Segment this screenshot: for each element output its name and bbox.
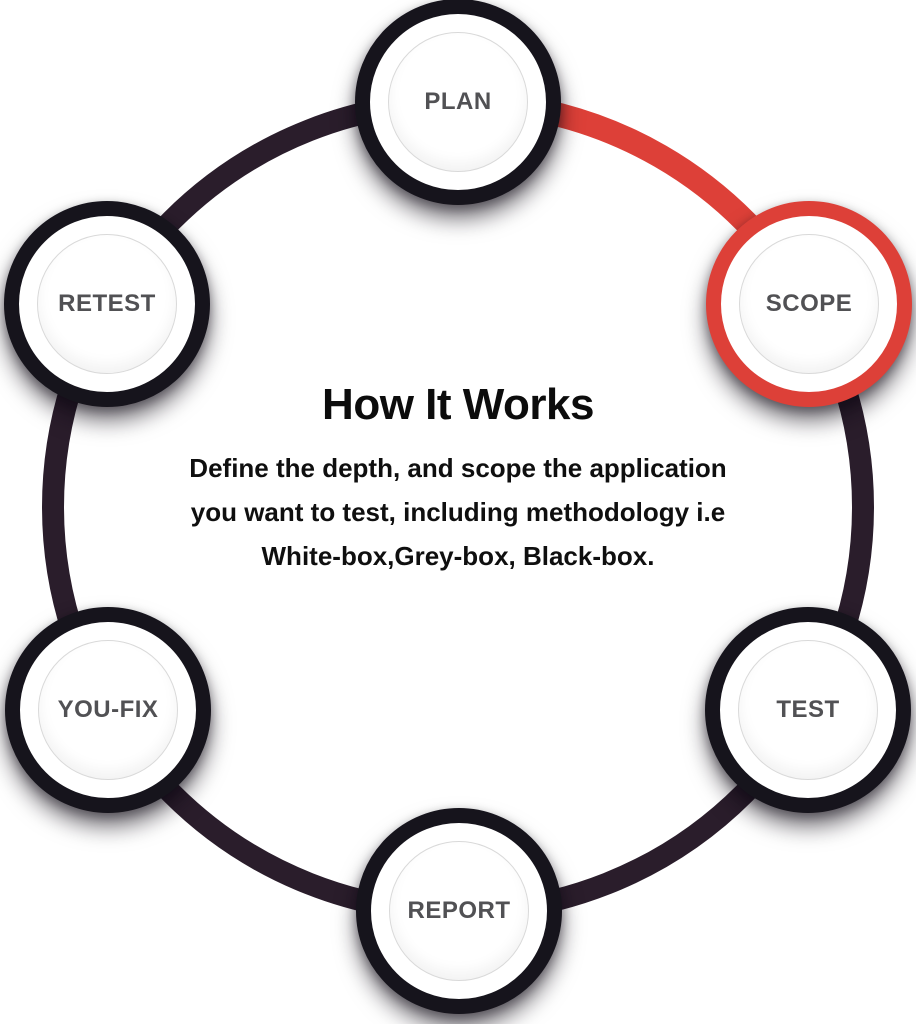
step-node-inner-circle: SCOPE <box>739 234 879 374</box>
center-copy: How It Works Define the depth, and scope… <box>148 380 768 578</box>
step-node-plan[interactable]: PLAN <box>355 0 561 205</box>
step-label-report: REPORT <box>407 897 511 924</box>
step-node-inner-circle: YOU-FIX <box>38 640 178 780</box>
step-node-you-fix[interactable]: YOU-FIX <box>5 607 211 813</box>
step-label-test: TEST <box>776 696 840 723</box>
step-label-plan: PLAN <box>424 88 492 115</box>
diagram-title: How It Works <box>322 380 594 429</box>
step-label-scope: SCOPE <box>765 290 853 317</box>
step-node-inner-circle: TEST <box>738 640 878 780</box>
step-node-inner-circle: REPORT <box>389 841 529 981</box>
step-node-inner-circle: PLAN <box>388 32 528 172</box>
step-node-retest[interactable]: RETEST <box>4 201 210 407</box>
step-node-report[interactable]: REPORT <box>356 808 562 1014</box>
step-node-scope[interactable]: SCOPE <box>706 201 912 407</box>
step-label-retest: RETEST <box>58 290 156 317</box>
step-node-test[interactable]: TEST <box>705 607 911 813</box>
step-label-you-fix: YOU-FIX <box>57 696 159 723</box>
step-node-inner-circle: RETEST <box>37 234 177 374</box>
diagram-description: Define the depth, and scope the applicat… <box>189 453 727 571</box>
